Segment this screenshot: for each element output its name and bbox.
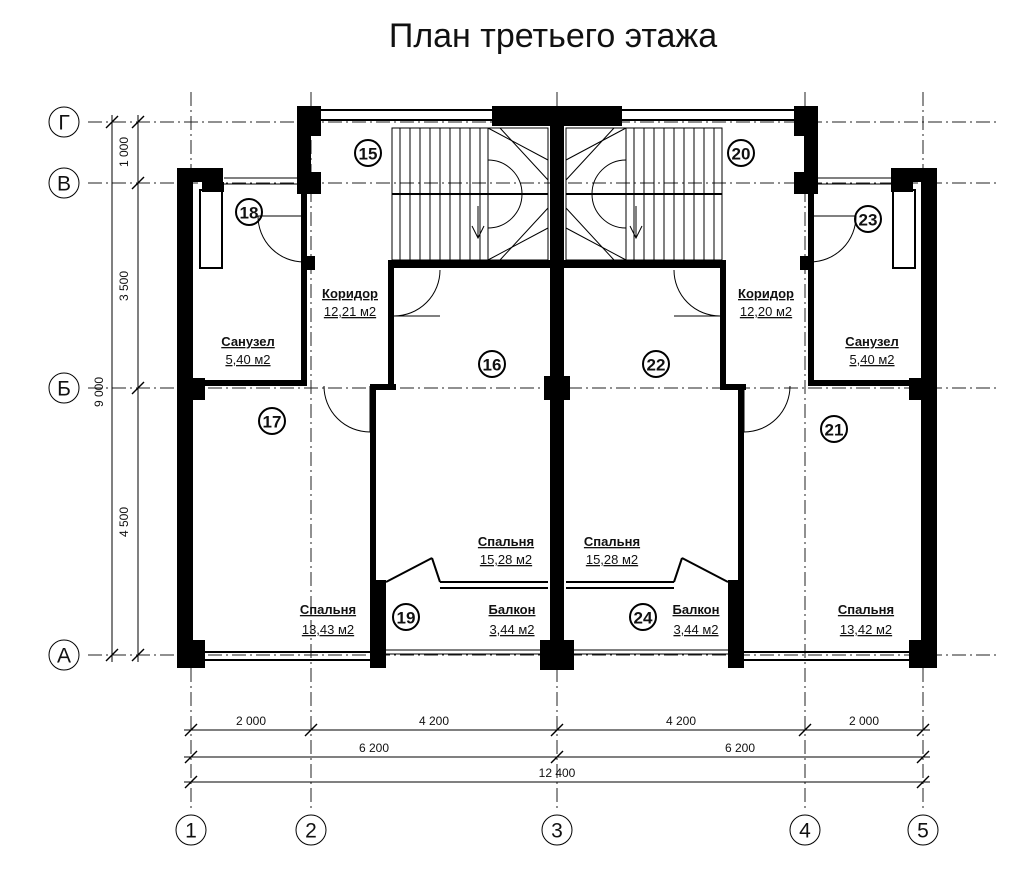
axis-label-2: 2 bbox=[305, 820, 317, 843]
dim-v-3500: 3 500 bbox=[117, 271, 131, 301]
dim-v-total: 9 000 bbox=[92, 377, 106, 407]
room-marker-20: 20 bbox=[727, 139, 755, 167]
label-bath-right-name: Санузел bbox=[845, 334, 898, 349]
label-bed-center-left-name: Спальня bbox=[478, 534, 534, 549]
svg-text:19: 19 bbox=[397, 609, 416, 628]
axis-bubble-1 bbox=[175, 814, 207, 846]
axis-label-3: 3 bbox=[551, 820, 563, 843]
dim-h-6200-right: 6 200 bbox=[725, 741, 755, 755]
axis-bubble-4 bbox=[789, 814, 821, 846]
room-marker-15: 15 bbox=[354, 139, 382, 167]
dim-v-1000: 1 000 bbox=[117, 137, 131, 167]
label-bed-left-area: 13,43 м2 bbox=[302, 622, 354, 637]
dim-v-4500: 4 500 bbox=[117, 507, 131, 537]
dim-h-2000-left: 2 000 bbox=[236, 714, 266, 728]
label-corridor-left-area: 12,21 м2 bbox=[324, 304, 376, 319]
dim-h-6200-left: 6 200 bbox=[359, 741, 389, 755]
axis-label-v: В bbox=[57, 173, 71, 196]
axis-label-1: 1 bbox=[185, 820, 197, 843]
room-marker-24: 24 bbox=[629, 603, 657, 631]
dim-h-4200-left: 4 200 bbox=[419, 714, 449, 728]
room-marker-18: 18 bbox=[235, 198, 263, 226]
room-marker-17: 17 bbox=[258, 407, 286, 435]
label-balcony-right-area: 3,44 м2 bbox=[673, 622, 718, 637]
label-balcony-right-name: Балкон bbox=[673, 602, 720, 617]
svg-text:17: 17 bbox=[263, 413, 282, 432]
label-corridor-left-name: Коридор bbox=[322, 286, 378, 301]
svg-text:15: 15 bbox=[359, 145, 378, 164]
label-corridor-right-name: Коридор bbox=[738, 286, 794, 301]
horizontal-dimensions: 2 000 4 200 4 200 2 000 6 200 6 200 12 4… bbox=[184, 714, 930, 789]
label-bed-center-right-area: 15,28 м2 bbox=[586, 552, 638, 567]
axis-bubble-2 bbox=[295, 814, 327, 846]
room-marker-19: 19 bbox=[392, 603, 420, 631]
label-bath-left-name: Санузел bbox=[221, 334, 274, 349]
axis-bubbles-letters: Г В Б А bbox=[48, 106, 80, 671]
room-marker-16: 16 bbox=[478, 350, 506, 378]
label-bed-left-name: Спальня bbox=[300, 602, 356, 617]
room-marker-22: 22 bbox=[642, 350, 670, 378]
svg-text:16: 16 bbox=[483, 356, 502, 375]
vertical-dimensions: 1 000 3 500 4 500 9 000 bbox=[92, 115, 145, 662]
axis-bubble-g bbox=[48, 106, 80, 138]
walls bbox=[177, 106, 937, 670]
label-bed-center-right-name: Спальня bbox=[584, 534, 640, 549]
label-bed-center-left-area: 15,28 м2 bbox=[480, 552, 532, 567]
label-bed-right-name: Спальня bbox=[838, 602, 894, 617]
label-balcony-left-name: Балкон bbox=[489, 602, 536, 617]
room-marker-23: 23 bbox=[854, 205, 882, 233]
axis-label-g: Г bbox=[58, 112, 69, 135]
dim-h-4200-right: 4 200 bbox=[666, 714, 696, 728]
axis-bubble-5 bbox=[907, 814, 939, 846]
axis-label-b: Б bbox=[57, 378, 71, 401]
axis-label-4: 4 bbox=[799, 820, 811, 843]
svg-text:24: 24 bbox=[634, 609, 653, 628]
label-bath-left-area: 5,40 м2 bbox=[225, 352, 270, 367]
svg-text:21: 21 bbox=[825, 421, 844, 440]
svg-text:22: 22 bbox=[647, 356, 666, 375]
svg-text:20: 20 bbox=[732, 145, 751, 164]
dim-h-2000-right: 2 000 bbox=[849, 714, 879, 728]
axis-bubble-3 bbox=[541, 814, 573, 846]
axis-label-5: 5 bbox=[917, 820, 929, 843]
room-labels: Коридор 12,21 м2 Коридор 12,20 м2 Санузе… bbox=[221, 286, 898, 637]
axis-lines bbox=[88, 92, 1000, 812]
svg-text:18: 18 bbox=[240, 204, 259, 223]
axis-bubble-b bbox=[48, 372, 80, 404]
room-numbers: 15 20 18 23 16 22 17 21 bbox=[235, 139, 882, 631]
label-bath-right-area: 5,40 м2 bbox=[849, 352, 894, 367]
room-marker-21: 21 bbox=[820, 415, 848, 443]
svg-text:23: 23 bbox=[859, 211, 878, 230]
stairs bbox=[391, 127, 723, 261]
label-bed-right-area: 13,42 м2 bbox=[840, 622, 892, 637]
dim-h-total: 12 400 bbox=[539, 766, 576, 780]
label-balcony-left-area: 3,44 м2 bbox=[489, 622, 534, 637]
axis-bubble-v bbox=[48, 167, 80, 199]
axis-bubbles-numbers: 1 2 3 4 5 bbox=[175, 814, 939, 846]
label-corridor-right-area: 12,20 м2 bbox=[740, 304, 792, 319]
axis-label-a: А bbox=[57, 645, 71, 668]
axis-bubble-a bbox=[48, 639, 80, 671]
doors bbox=[257, 215, 857, 433]
plan-title: План третьего этажа bbox=[389, 17, 717, 55]
